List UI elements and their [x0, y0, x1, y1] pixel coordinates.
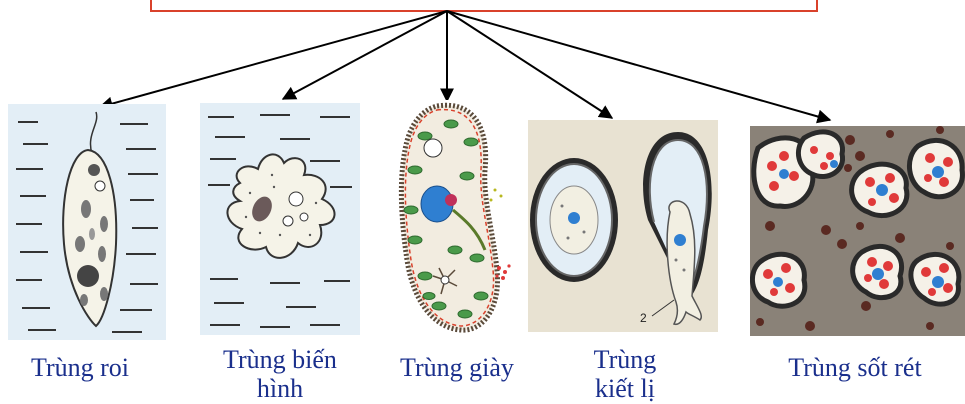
label-trung-roi: Trùng roi	[0, 353, 160, 382]
label-trung-kiet-li-line1: Trùng	[540, 345, 710, 374]
label-trung-bien-hinh: Trùng biến hình	[190, 345, 370, 403]
label-trung-kiet-li: Trùng kiết lị	[540, 345, 710, 403]
euglena-illustration	[8, 104, 166, 340]
figure-number-label: 2	[640, 311, 647, 325]
paramecium-illustration	[385, 100, 523, 336]
label-trung-bien-hinh-line2: hình	[190, 374, 370, 403]
arrow-to-trung-bien-hinh	[283, 11, 447, 99]
arrow-to-trung-roi	[100, 11, 447, 107]
label-trung-sot-ret: Trùng sốt rét	[750, 353, 960, 382]
entamoeba-illustration: 2	[528, 120, 718, 332]
plasmodium-illustration	[750, 126, 965, 336]
label-trung-kiet-li-line2: kiết lị	[540, 374, 710, 403]
label-trung-giay: Trùng giày	[372, 353, 542, 382]
label-trung-bien-hinh-line1: Trùng biến	[190, 345, 370, 374]
amoeba-illustration	[200, 103, 360, 335]
